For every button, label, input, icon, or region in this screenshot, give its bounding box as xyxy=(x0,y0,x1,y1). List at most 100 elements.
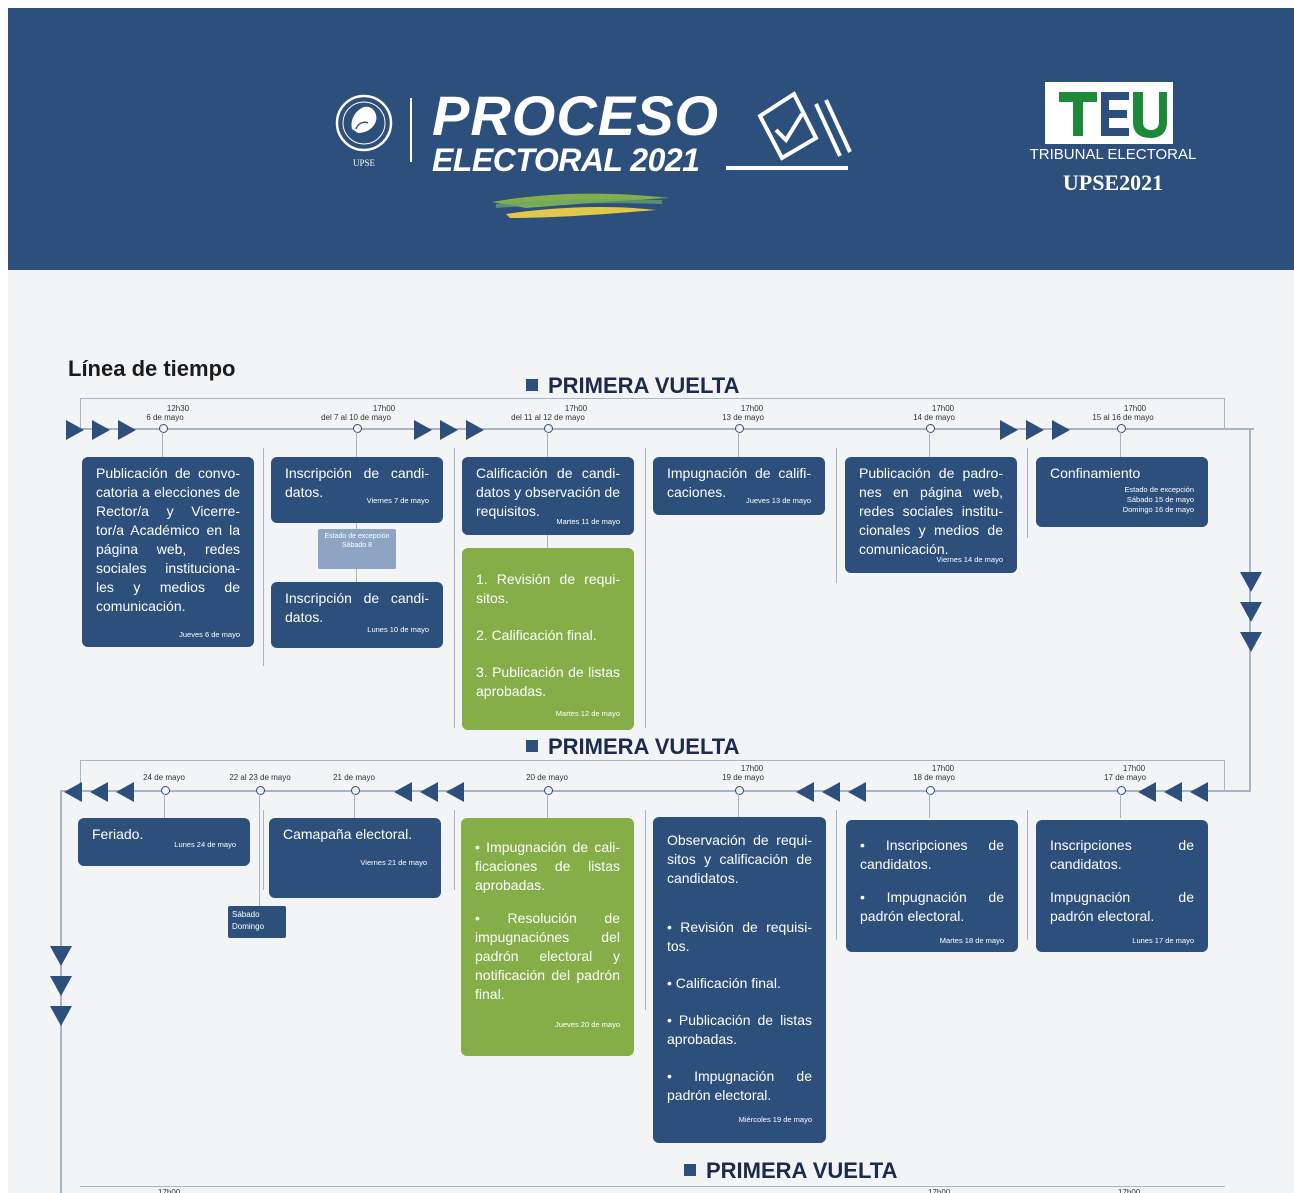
detail-item: • Impugnación de padrón electoral. xyxy=(860,889,1004,924)
divider xyxy=(1027,810,1028,940)
card-date: Jueves 6 de mayo xyxy=(179,630,240,639)
event-card-observacion: Observación de requi-sitos y calificació… xyxy=(653,817,826,1143)
divider xyxy=(454,448,455,728)
connector xyxy=(354,794,355,818)
timeline-node xyxy=(1117,424,1126,433)
exception-badge: Estado de excepción Sábado 8 xyxy=(318,529,396,569)
timeline-node xyxy=(159,424,168,433)
connector xyxy=(259,794,260,906)
node-label: 17h00 xyxy=(158,1188,181,1193)
connector xyxy=(738,432,739,458)
title-underline xyxy=(726,166,848,170)
row3-top-rule xyxy=(80,1186,1225,1187)
title-proceso: PROCESO xyxy=(432,84,720,147)
card-date: Jueves 13 de mayo xyxy=(745,496,811,505)
connector xyxy=(162,432,163,458)
connector xyxy=(929,794,930,818)
teu-logo-icon xyxy=(1045,82,1173,144)
divider xyxy=(263,810,264,890)
card-text: Observación de requi-sitos y calificació… xyxy=(667,832,812,886)
connector xyxy=(356,432,357,458)
card-text: Inscripción de candi-datos. xyxy=(285,590,429,625)
detail-item: Impugnación de padrón electoral. xyxy=(1050,889,1194,924)
arrows-left-3 xyxy=(796,782,866,802)
card-date: Viernes 21 de mayo xyxy=(360,858,427,867)
card-text: Inscripción de candi-datos. xyxy=(285,465,429,500)
event-card-18-mayo: • Inscripciones de candidatos. • Impugna… xyxy=(846,820,1018,952)
detail-item: • Calificación final. xyxy=(667,975,781,991)
card-date: Lunes 17 de mayo xyxy=(1132,936,1194,945)
timeline-node xyxy=(161,786,170,795)
card-text: Sábado Domingo xyxy=(232,910,265,931)
timeline-node xyxy=(926,424,935,433)
card-date: Miércoles 19 de mayo xyxy=(738,1115,812,1124)
card-text: Feriado. xyxy=(92,826,144,842)
arrows-right-3 xyxy=(1000,420,1070,440)
card-date: Lunes 10 de mayo xyxy=(367,625,429,634)
phase-2-heading: PRIMERA VUELTA xyxy=(526,734,739,760)
brush-stroke-decoration xyxy=(492,193,670,218)
timeline-title: Línea de tiempo xyxy=(68,356,236,381)
arrows-left-2 xyxy=(394,782,464,802)
timeline-node xyxy=(544,424,553,433)
row1-left-rule xyxy=(80,398,81,428)
arrows-right-2 xyxy=(414,420,484,440)
event-card-campana: Camapaña electoral. Viernes 21 de mayo xyxy=(269,818,441,898)
arrows-left-4 xyxy=(1138,782,1208,802)
timeline-node xyxy=(1117,786,1126,795)
event-card-calificacion-detail: 1. Revisión de requi-sitos. 2. Calificac… xyxy=(462,548,634,730)
connector xyxy=(164,794,165,818)
card-text: Publicación de padro-nes en página web, … xyxy=(859,465,1003,557)
card-date: Jueves 20 de mayo xyxy=(554,1020,620,1029)
detail-item: • Impugnación de padrón electoral. xyxy=(667,1068,812,1103)
detail-item: 2. Calificación final. xyxy=(476,627,597,643)
tribunal-name: TRIBUNAL ELECTORAL xyxy=(1029,146,1197,163)
header-divider xyxy=(410,98,412,162)
event-card-convocatoria: Publicación de convo-catoria a eleccione… xyxy=(82,457,254,647)
row2-right-rule xyxy=(1224,760,1225,790)
detail-item: 1. Revisión de requi-sitos. xyxy=(476,571,620,606)
seal-label: UPSE xyxy=(352,158,375,168)
card-text: Impugnación de califi-caciones. xyxy=(667,465,811,500)
divider xyxy=(645,810,646,1010)
divider xyxy=(836,448,837,583)
upse-seal-icon xyxy=(335,94,393,152)
card-date: Estado de excepción Sábado 15 de mayo Do… xyxy=(1122,485,1194,514)
event-card-padrones: Publicación de padro-nes en página web, … xyxy=(845,457,1017,573)
event-card-feriado: Feriado. Lunes 24 de mayo xyxy=(78,818,250,866)
arrows-left-1 xyxy=(64,782,134,802)
card-date: Lunes 24 de mayo xyxy=(174,840,236,849)
divider xyxy=(454,810,455,890)
divider xyxy=(645,448,646,728)
event-card-impugnacion: Impugnación de califi-caciones. Jueves 1… xyxy=(653,457,825,515)
event-card-inscripcion-1: Inscripción de candi-datos. Viernes 7 de… xyxy=(271,457,443,523)
detail-item: • Publicación de listas aprobadas. xyxy=(667,1012,812,1047)
connector xyxy=(547,794,548,818)
row2-top-rule xyxy=(80,760,1225,761)
event-card-confinamiento: Confinamiento Estado de excepción Sábado… xyxy=(1036,457,1208,527)
phase-1-heading: PRIMERA VUELTA xyxy=(526,373,739,399)
timeline-node xyxy=(544,786,553,795)
detail-item: • Revisión de requisi-tos. xyxy=(667,919,812,954)
node-label: 24 de mayo xyxy=(143,773,185,782)
detail-item: • Impugnación de cali-ficaciones de list… xyxy=(475,839,621,893)
row1-timeline xyxy=(68,428,1254,430)
ballot-box-icon xyxy=(757,91,852,161)
card-text: Confinamiento xyxy=(1050,465,1141,481)
card-date: Viernes 14 de mayo xyxy=(936,555,1003,564)
card-date: Martes 18 de mayo xyxy=(939,936,1004,945)
timeline-node xyxy=(926,786,935,795)
card-date: Viernes 7 de mayo xyxy=(366,496,429,505)
tribunal-year: UPSE2021 xyxy=(1062,170,1164,195)
divider xyxy=(836,810,837,940)
connector xyxy=(547,535,548,549)
node-label: 17h00 xyxy=(1118,1188,1141,1193)
